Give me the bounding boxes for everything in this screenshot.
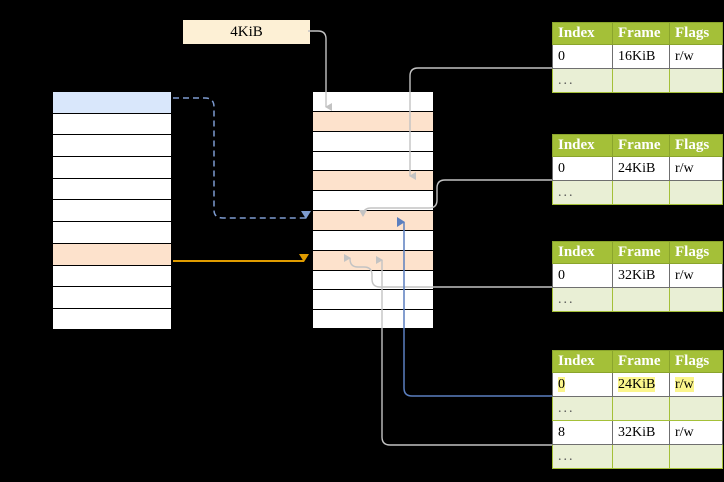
page-table-2-header-frame: Frame	[612, 134, 670, 157]
physical-frame-row	[312, 150, 434, 171]
page-table-3-cell: r/w	[669, 263, 723, 288]
page-table-4-header-flags: Flags	[669, 350, 723, 373]
page-table-3-cell	[612, 287, 670, 312]
page-table-1-header-index: Index	[552, 22, 613, 45]
page-table-4-cell: ...	[552, 396, 613, 421]
page-table-4-cell: 8	[552, 420, 613, 445]
page-table-4-cell: r/w	[669, 372, 723, 397]
highlighted-value: r/w	[675, 376, 694, 392]
virtual-page-row	[52, 264, 172, 287]
page-table-4-row: ...	[552, 444, 723, 469]
page-table-4-cell: r/w	[669, 420, 723, 445]
virtual-page-row	[52, 286, 172, 308]
page-table-2-cell	[612, 180, 670, 205]
page-table-2-cell: r/w	[669, 156, 723, 181]
page-table-2-header-flags: Flags	[669, 134, 723, 157]
page-table-2-row: ...	[552, 180, 723, 205]
physical-frame-row	[312, 91, 434, 111]
page-table-1-cell	[669, 68, 723, 93]
physical-frame-row	[312, 130, 434, 151]
page-table-4-cell	[669, 444, 723, 469]
page-table-4-header-frame: Frame	[612, 350, 670, 373]
page-table-4-cell	[612, 444, 670, 469]
page-table-1-cell: r/w	[669, 44, 723, 69]
page-table-3-header-flags: Flags	[669, 241, 723, 264]
page-table-1-row: ...	[552, 68, 723, 93]
page-table-3-row: ...	[552, 287, 723, 312]
page-table-4-cell: 32KiB	[612, 420, 670, 445]
page-table-2-cell: 24KiB	[612, 156, 670, 181]
page-table-1-header-flags: Flags	[669, 22, 723, 45]
page-table-3-cell: ...	[552, 287, 613, 312]
page-table-2-cell	[669, 180, 723, 205]
virtual-page-row	[52, 91, 172, 113]
virtual-page-row	[52, 242, 172, 265]
virtual-page-row	[52, 134, 172, 157]
page-table-3-cell: 0	[552, 263, 613, 288]
highlighted-value: 0	[558, 376, 565, 392]
page-table-4-cell	[669, 396, 723, 421]
virtual-page-row	[52, 199, 172, 222]
page-table-4-header-index: Index	[552, 350, 613, 373]
virtual-page-row	[52, 221, 172, 243]
page-table-4-row: 0 24KiB r/w	[552, 372, 723, 397]
page-size-label: 4KiB	[183, 20, 310, 44]
page-table-2-cell: 0	[552, 156, 613, 181]
page-table-1-cell: 0	[552, 44, 613, 69]
page-table-2-cell: ...	[552, 180, 613, 205]
page-table-4-cell	[612, 396, 670, 421]
page-table-3-header-frame: Frame	[612, 241, 670, 264]
page-table-2-header-index: Index	[552, 134, 613, 157]
physical-frame-row	[312, 110, 434, 131]
physical-frame-row	[312, 170, 434, 191]
page-table-1-cell: 16KiB	[612, 44, 670, 69]
virtual-page-row	[52, 112, 172, 135]
virtual-page-row	[52, 156, 172, 178]
page-table-4-cell: 0	[552, 372, 613, 397]
page-table-1-cell	[612, 68, 670, 93]
physical-frame-row	[312, 190, 434, 211]
highlighted-value: 24KiB	[618, 376, 656, 392]
page-table-1-cell: ...	[552, 68, 613, 93]
page-table-4-cell: 24KiB	[612, 372, 670, 397]
virtual-page-row	[52, 177, 172, 200]
page-table-4-row: ...	[552, 396, 723, 421]
virtual-address-space-column	[52, 91, 172, 330]
page-table-4-cell: ...	[552, 444, 613, 469]
virtual-page-row	[52, 307, 172, 330]
page-table-1-header-frame: Frame	[612, 22, 670, 45]
page-table-3-header-index: Index	[552, 241, 613, 264]
page-table-3-cell: 32KiB	[612, 263, 670, 288]
page-table-3-cell	[669, 287, 723, 312]
